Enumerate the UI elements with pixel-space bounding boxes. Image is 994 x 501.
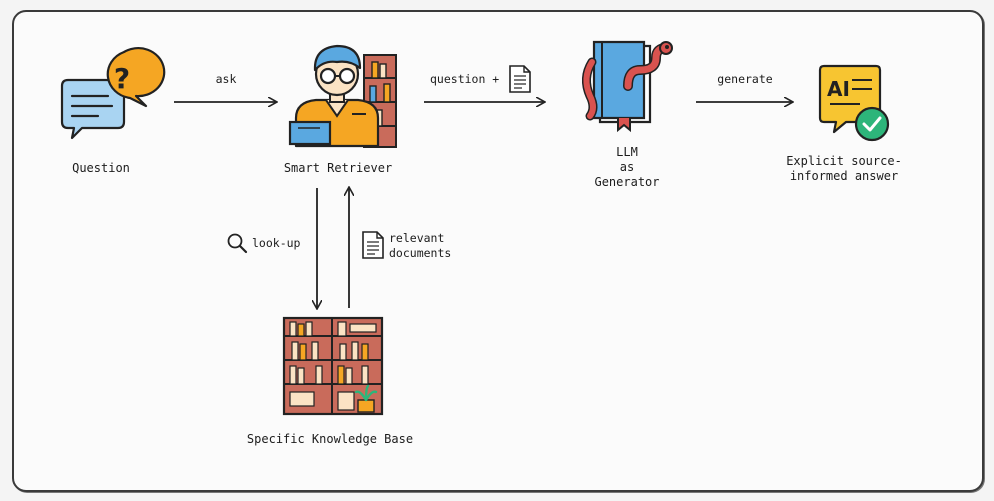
- edge-label-ask: ask: [215, 72, 237, 86]
- magnifier-icon: [227, 233, 248, 254]
- person-with-glasses-bookshelf-icon: [288, 44, 397, 148]
- node-label-smart-retriever: Smart Retriever: [283, 161, 393, 175]
- book-with-worm-icon: [582, 40, 673, 133]
- svg-text:?: ?: [114, 62, 130, 95]
- node-label-answer: Explicit source- informed answer: [786, 154, 902, 183]
- edge-label-look-up: look-up: [252, 236, 301, 250]
- edge-label-generate: generate: [717, 72, 773, 86]
- edge-label-relevant-documents: relevant documents: [389, 231, 452, 260]
- node-label-question: Question: [72, 161, 130, 175]
- bookshelf-icon: [282, 316, 384, 416]
- node-label-llm-generator: LLM as Generator: [594, 145, 660, 189]
- ai-answer-check-icon: AI: [818, 64, 890, 142]
- answer-icon-text: AI: [827, 77, 850, 101]
- relevant-documents-icon: [362, 231, 384, 259]
- speech-bubbles-question-icon: ?: [60, 47, 166, 140]
- edge-label-question-plus: question +: [430, 72, 500, 86]
- document-icon: [509, 65, 531, 93]
- node-label-knowledge-base: Specific Knowledge Base: [246, 432, 414, 446]
